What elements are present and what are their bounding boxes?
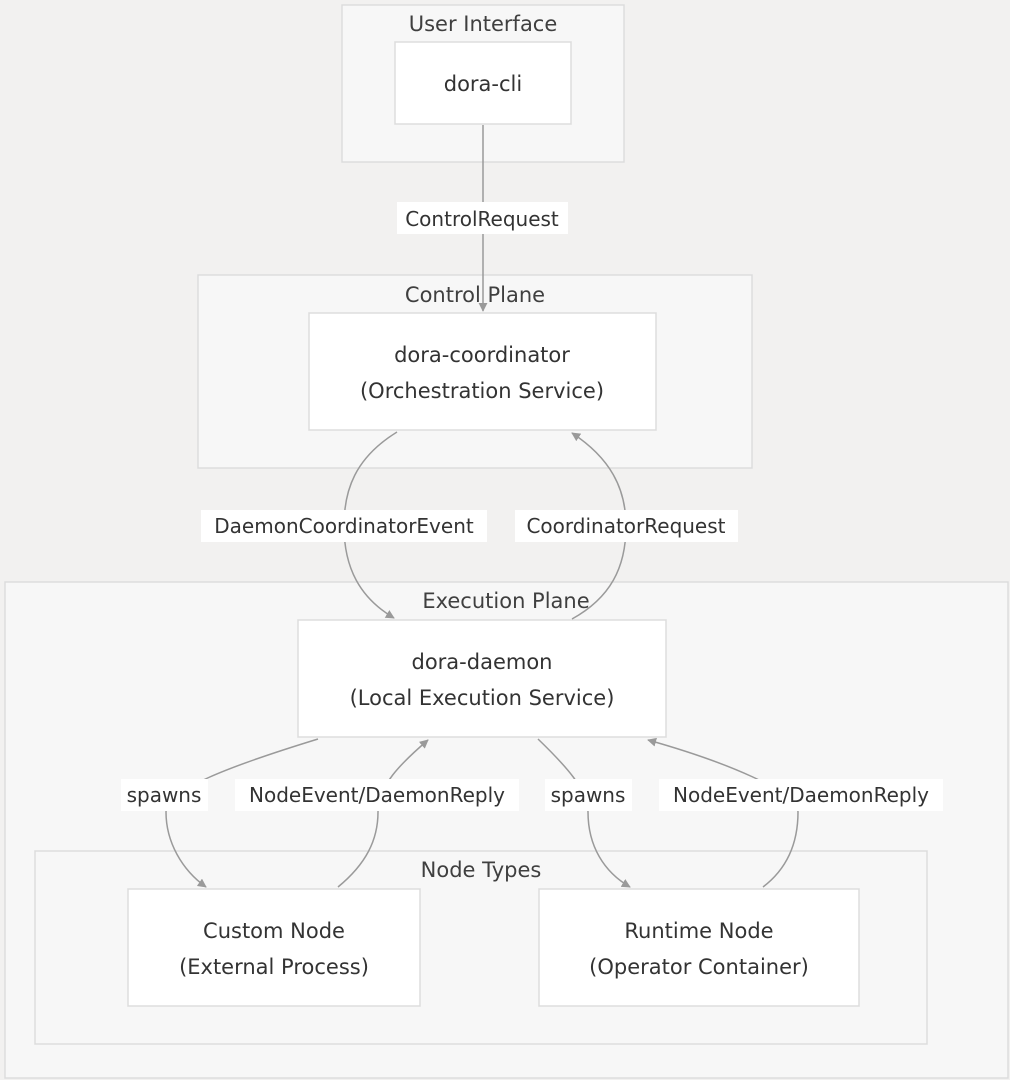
edge-label-text: NodeEvent/DaemonReply	[673, 783, 929, 807]
node-dora-daemon: dora-daemon (Local Execution Service)	[297, 619, 667, 738]
edge-label-text: spawns	[551, 783, 626, 807]
edge-label-background	[235, 779, 519, 811]
edge-label-background	[659, 779, 943, 811]
edge-label-background	[397, 202, 568, 234]
group-title: Control Plane	[405, 283, 545, 307]
edge-label-text: DaemonCoordinatorEvent	[214, 514, 474, 538]
edge-custom-to-daemon	[337, 739, 429, 888]
node-label: Custom Node	[203, 919, 345, 943]
edge-label-coordinator-request: CoordinatorRequest	[515, 510, 738, 542]
edge-label-text: NodeEvent/DaemonReply	[249, 783, 505, 807]
node-label: dora-daemon	[412, 650, 553, 674]
edge-label-node-event-custom: NodeEvent/DaemonReply	[235, 779, 519, 811]
edge-daemon-spawns-runtime	[537, 738, 631, 888]
node-runtime-node: Runtime Node (Operator Container)	[538, 888, 860, 1007]
edge-label-control-request: ControlRequest	[397, 202, 568, 234]
edge-label-text: spawns	[127, 783, 202, 807]
node-label: Runtime Node	[624, 919, 773, 943]
node-label: dora-coordinator	[394, 343, 570, 367]
node-sublabel: (Local Execution Service)	[350, 686, 615, 710]
edge-label-text: CoordinatorRequest	[526, 514, 725, 538]
edge-label-background	[121, 779, 208, 811]
edge-label-daemon-coordinator-event: DaemonCoordinatorEvent	[201, 510, 487, 542]
edge-label-spawns-runtime: spawns	[545, 779, 632, 811]
edge-label-background	[515, 510, 738, 542]
edge-label-spawns-custom: spawns	[121, 779, 208, 811]
group-title: Node Types	[421, 858, 542, 882]
node-sublabel: (External Process)	[179, 955, 369, 979]
node-dora-cli-box	[394, 41, 572, 125]
node-runtime-node-box	[538, 888, 860, 1007]
edge-label-node-event-runtime: NodeEvent/DaemonReply	[659, 779, 943, 811]
node-dora-coordinator: dora-coordinator (Orchestration Service)	[308, 312, 657, 431]
node-custom-node: Custom Node (External Process)	[127, 888, 421, 1007]
edge-label-background	[545, 779, 632, 811]
node-label: dora-cli	[444, 72, 522, 96]
node-dora-cli: dora-cli	[394, 41, 572, 125]
node-sublabel: (Operator Container)	[589, 955, 809, 979]
node-dora-coordinator-box	[308, 312, 657, 431]
node-dora-daemon-box	[297, 619, 667, 738]
group-title: Execution Plane	[422, 589, 589, 613]
edge-label-background	[201, 510, 487, 542]
group-title: User Interface	[409, 12, 558, 36]
edge-label-text: ControlRequest	[405, 207, 559, 231]
node-custom-node-box	[127, 888, 421, 1007]
node-sublabel: (Orchestration Service)	[360, 379, 604, 403]
